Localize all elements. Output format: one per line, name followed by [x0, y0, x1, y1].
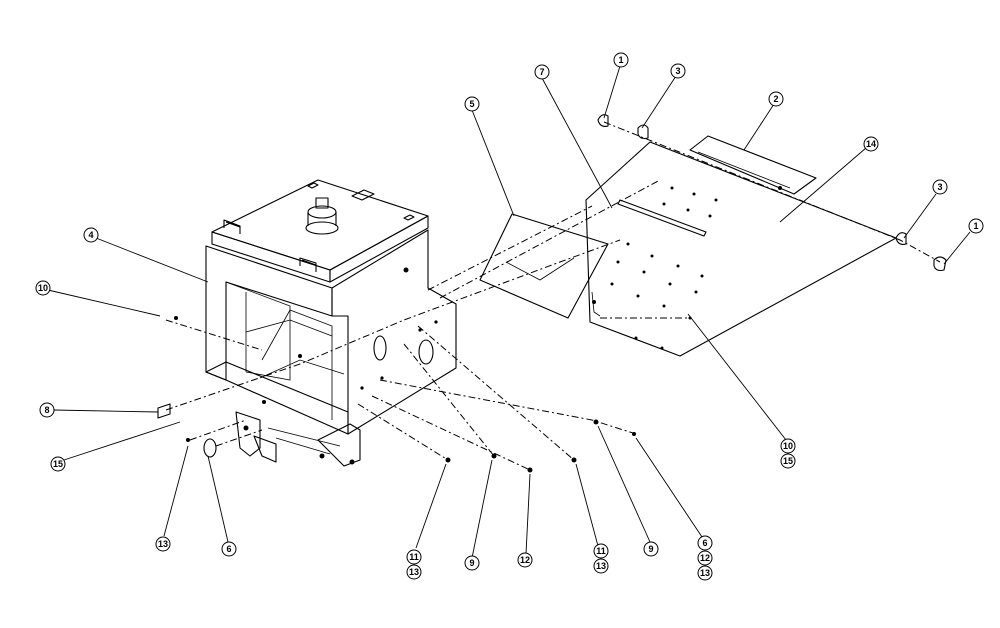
hopper-bottom-rim [205, 361, 349, 435]
callout-label: 1 [618, 55, 623, 65]
callout-label: 2 [773, 94, 778, 104]
callout-label: 13 [700, 568, 710, 578]
plate-2 [689, 135, 817, 195]
callout-9-a: 9 [464, 555, 480, 571]
callout-label: 3 [937, 182, 942, 192]
lid-latches [307, 182, 415, 221]
hopper-lid-side-edge [329, 215, 429, 283]
callout-11-13-b: 11 13 [593, 543, 609, 574]
callout-label: 12 [520, 555, 530, 565]
mounting-plate-outline [585, 141, 897, 357]
callout-8: 8 [39, 402, 55, 418]
callout-label: 11 [596, 546, 606, 556]
lid-handle-top [351, 189, 375, 201]
bar-7 [617, 199, 707, 237]
callout-label: 8 [44, 405, 49, 415]
callout-label: 7 [539, 67, 544, 77]
callout-10-left: 10 [35, 280, 51, 296]
callout-label: 15 [53, 459, 63, 469]
callout-6-12-13: 6 12 13 [697, 535, 713, 581]
callout-label: 12 [700, 553, 710, 563]
hopper-bottom-bracket-left [235, 411, 261, 457]
clamp-1-right [933, 256, 947, 272]
lid-handle-left [223, 219, 241, 234]
hopper-assembly [205, 179, 457, 467]
callout-label: 3 [675, 66, 680, 76]
callout-3-right: 3 [932, 179, 948, 195]
callout-1-right: 1 [968, 218, 984, 234]
side-panel-hole-1 [373, 335, 387, 361]
callout-15-left: 15 [50, 456, 66, 472]
callout-label: 10 [38, 283, 48, 293]
clamp-3-top [637, 124, 649, 140]
callout-label: 10 [783, 441, 793, 451]
callout-3-top: 3 [670, 63, 686, 79]
callout-9-b: 9 [643, 541, 659, 557]
callout-10-15: 10 15 [780, 438, 796, 469]
callout-label: 6 [702, 538, 707, 548]
hopper-lid [211, 179, 429, 271]
assembly-lines [165, 121, 941, 471]
mounting-plate [585, 141, 897, 357]
lid-handle-front [299, 257, 317, 272]
callout-label: 9 [469, 558, 474, 568]
callout-11-13-a: 11 13 [406, 549, 422, 580]
hopper-cavity [225, 281, 291, 381]
callout-label: 6 [226, 544, 231, 554]
callout-label: 4 [88, 230, 93, 240]
callout-label: 11 [409, 552, 419, 562]
clamp-1-top [597, 114, 609, 127]
callout-6-left: 6 [221, 541, 237, 557]
hopper-lid-front-edge [211, 231, 331, 283]
leader-lines [47, 65, 971, 559]
clamp-3-right [895, 232, 907, 245]
hopper-bottom-bracket-right [317, 423, 361, 467]
filler-cap-knob [315, 197, 329, 209]
callout-1-top: 1 [613, 52, 629, 68]
callout-label: 13 [409, 567, 419, 577]
filler-cap-base [305, 221, 339, 235]
callout-5: 5 [464, 96, 480, 112]
hopper-front-face [205, 245, 333, 381]
side-panel-hole-2 [418, 339, 434, 365]
callout-label: 9 [648, 544, 653, 554]
callout-label: 13 [158, 539, 168, 549]
clamps [597, 114, 947, 272]
callout-12: 12 [517, 552, 533, 568]
callout-label: 1 [973, 221, 978, 231]
callout-14: 14 [863, 136, 879, 152]
callout-13-left: 13 [155, 536, 171, 552]
callout-2: 2 [768, 91, 784, 107]
washer-6 [203, 438, 217, 458]
callout-label: 15 [783, 456, 793, 466]
plate-5-outline [479, 213, 609, 319]
callout-label: 14 [866, 139, 876, 149]
callout-4: 4 [83, 227, 99, 243]
hopper-side-panel [331, 229, 457, 435]
callout-label: 5 [469, 99, 474, 109]
callout-7: 7 [534, 64, 550, 80]
plate-5 [479, 213, 609, 319]
bracket-8 [157, 403, 171, 419]
filler-cap-top [307, 205, 337, 219]
callout-label: 13 [596, 561, 606, 571]
